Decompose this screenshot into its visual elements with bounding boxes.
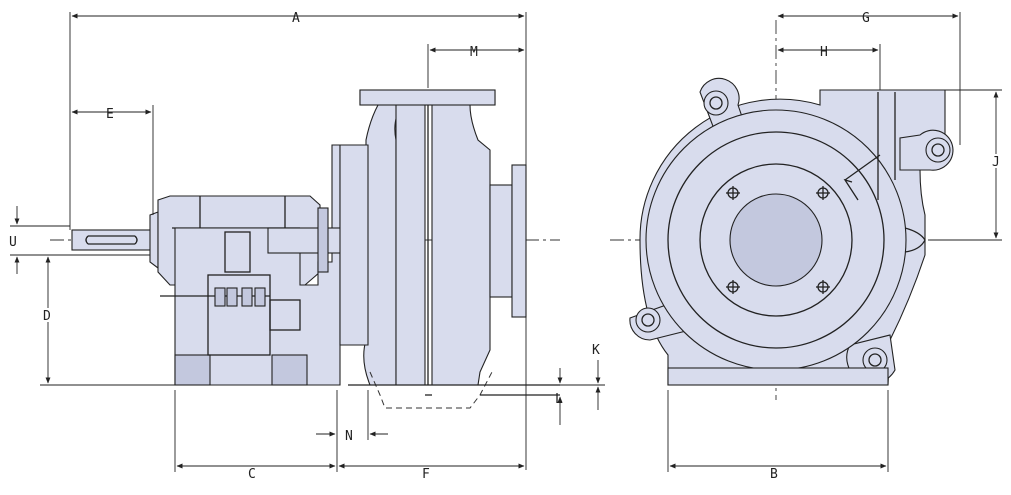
dim-M-label: M — [470, 45, 478, 60]
discharge-flange — [359, 89, 496, 106]
dimensions: A M E U D C F N K — [9, 11, 1004, 482]
dim-F-label: F — [422, 467, 430, 482]
rotation-arrow — [843, 178, 859, 201]
casing-half-cover-side — [431, 89, 496, 386]
dim-C-label: C — [248, 467, 256, 482]
dim-L-label: L — [555, 392, 563, 407]
side-view — [50, 89, 560, 409]
dim-D-label: D — [43, 309, 51, 324]
suction-eye — [729, 193, 823, 287]
suction-pipe — [489, 184, 513, 298]
suction-flange — [511, 164, 527, 318]
frame-plate — [339, 144, 369, 346]
shaft-sleeve — [267, 227, 343, 254]
adjustment-bolts — [160, 287, 270, 307]
dim-K-label: K — [592, 343, 600, 358]
hidden-base-outline — [369, 371, 493, 409]
frame-foot-right — [271, 354, 308, 386]
flange-bolt-holes — [726, 186, 830, 294]
dim-J-label: J — [992, 155, 1000, 170]
dim-E-label: E — [106, 107, 114, 122]
dim-A-label: A — [292, 11, 300, 26]
dim-N-label: N — [345, 429, 353, 444]
dim-U-label: U — [9, 235, 17, 250]
gland — [317, 207, 329, 273]
dim-G-label: G — [862, 11, 870, 26]
shaft — [71, 229, 153, 251]
dim-B-label: B — [770, 467, 778, 482]
front-base — [667, 367, 889, 386]
front-view — [610, 20, 965, 400]
frame-foot-left — [174, 354, 211, 386]
dim-H-label: H — [820, 45, 828, 60]
seal-cap — [149, 211, 159, 270]
